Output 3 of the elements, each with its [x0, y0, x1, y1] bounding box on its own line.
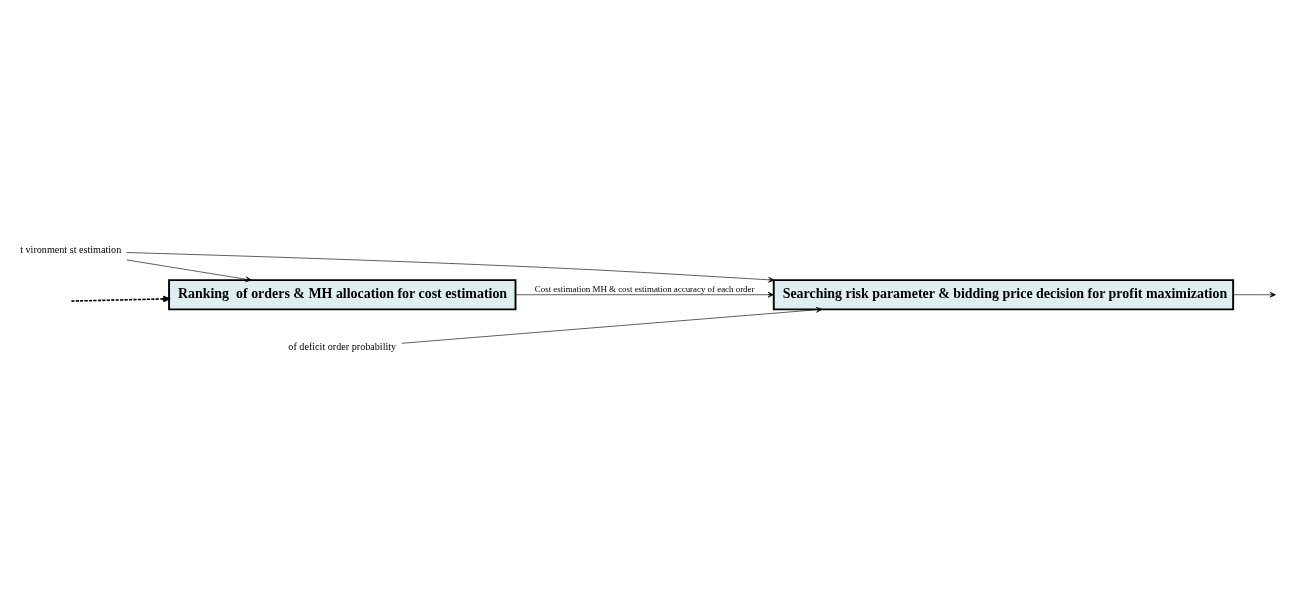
edge-label: Cost estimation MH & cost estimation accuracy of each order — [534, 284, 755, 295]
node-text: t vironment st estimation — [20, 244, 122, 256]
node-text: of deficit order probability — [288, 341, 397, 353]
